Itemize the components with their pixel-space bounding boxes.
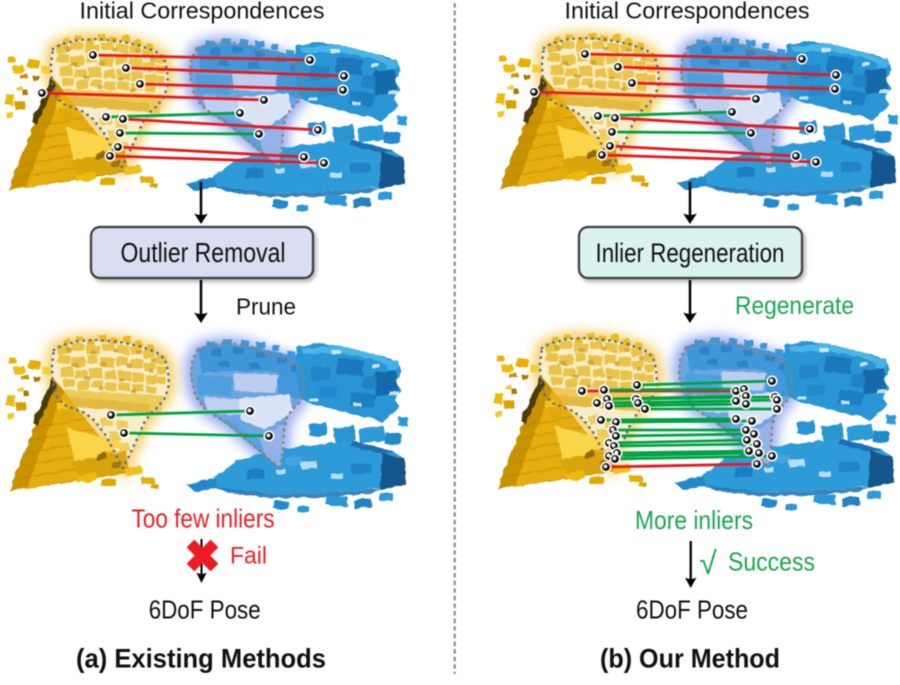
svg-text:More inliers: More inliers [635, 505, 753, 535]
svg-text:Inlier Regeneration: Inlier Regeneration [596, 238, 785, 268]
svg-text:Prune: Prune [236, 294, 296, 320]
svg-text:Initial Correspondences: Initial Correspondences [565, 0, 810, 24]
svg-text:Outlier Removal: Outlier Removal [121, 237, 286, 268]
svg-text:Too few inliers: Too few inliers [132, 506, 275, 534]
svg-text:Fail: Fail [230, 543, 267, 570]
svg-text:Success: Success [728, 547, 815, 577]
svg-text:Initial Correspondences: Initial Correspondences [80, 0, 325, 24]
svg-text:6DoF Pose: 6DoF Pose [636, 595, 748, 625]
svg-text:(b) Our Method: (b) Our Method [600, 644, 780, 674]
svg-text:(a) Existing Methods: (a) Existing Methods [76, 644, 326, 674]
svg-text:6DoF Pose: 6DoF Pose [149, 595, 261, 625]
svg-text:Regenerate: Regenerate [735, 292, 854, 320]
svg-text:√: √ [699, 545, 717, 581]
